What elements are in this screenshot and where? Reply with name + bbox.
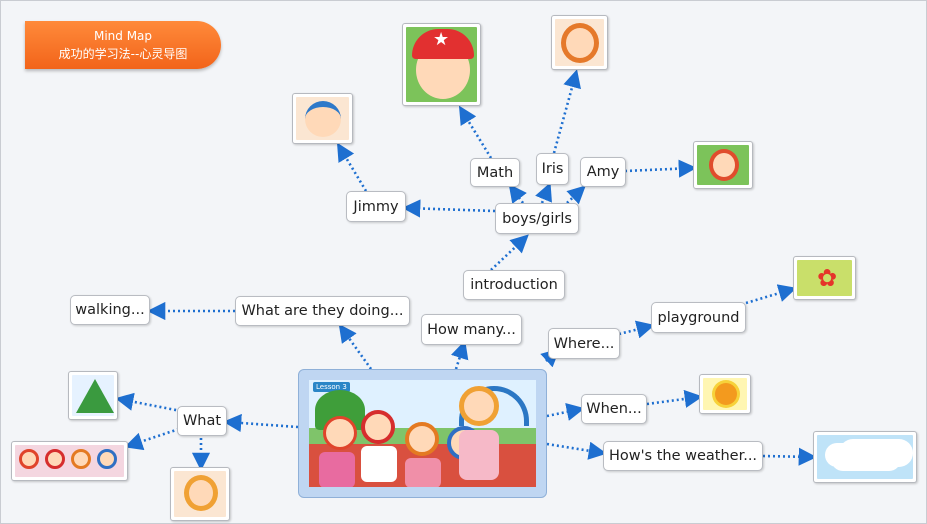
banner-subtitle: 成功的学习法--心灵导图 xyxy=(58,47,188,61)
star-icon: ★ xyxy=(433,29,450,50)
lesson-scene-image: Lesson 3 xyxy=(309,380,536,487)
node-introduction[interactable]: introduction xyxy=(463,270,565,300)
node-playground[interactable]: playground xyxy=(651,302,746,333)
picture-girl-pigtails[interactable] xyxy=(693,141,753,189)
lesson-label: Lesson 3 xyxy=(313,382,350,392)
node-boys-girls[interactable]: boys/girls xyxy=(495,203,579,234)
node-where[interactable]: Where... xyxy=(548,328,620,359)
tree-icon xyxy=(76,379,114,413)
node-jimmy[interactable]: Jimmy xyxy=(346,191,406,222)
picture-sun[interactable] xyxy=(699,374,751,414)
picture-boy-cap[interactable]: ★ xyxy=(402,23,481,106)
node-how-many[interactable]: How many... xyxy=(421,314,522,345)
mind-map-banner: Mind Map 成功的学习法--心灵导图 xyxy=(25,21,221,69)
picture-tree[interactable] xyxy=(68,371,118,420)
sun-icon xyxy=(715,383,737,405)
node-hows-the-weather[interactable]: How's the weather... xyxy=(603,441,763,471)
central-picture[interactable]: Lesson 3 xyxy=(298,369,547,498)
picture-cloud[interactable] xyxy=(813,431,917,483)
node-what[interactable]: What xyxy=(177,406,227,436)
picture-girl-smiling[interactable] xyxy=(551,15,608,70)
picture-children-group[interactable] xyxy=(11,441,128,481)
node-walking[interactable]: walking... xyxy=(70,295,150,325)
banner-title: Mind Map xyxy=(93,29,153,43)
cloud-icon xyxy=(831,447,901,471)
picture-boy-headband[interactable] xyxy=(292,93,353,144)
node-math[interactable]: Math xyxy=(470,158,520,187)
picture-flower[interactable]: ✿ xyxy=(793,256,856,300)
picture-girl-blonde[interactable] xyxy=(170,467,230,521)
flower-icon: ✿ xyxy=(817,264,838,292)
node-when[interactable]: When... xyxy=(581,394,647,424)
node-amy[interactable]: Amy xyxy=(580,157,626,187)
node-iris[interactable]: Iris xyxy=(536,153,569,185)
node-what-are-they-doing[interactable]: What are they doing... xyxy=(235,296,410,326)
